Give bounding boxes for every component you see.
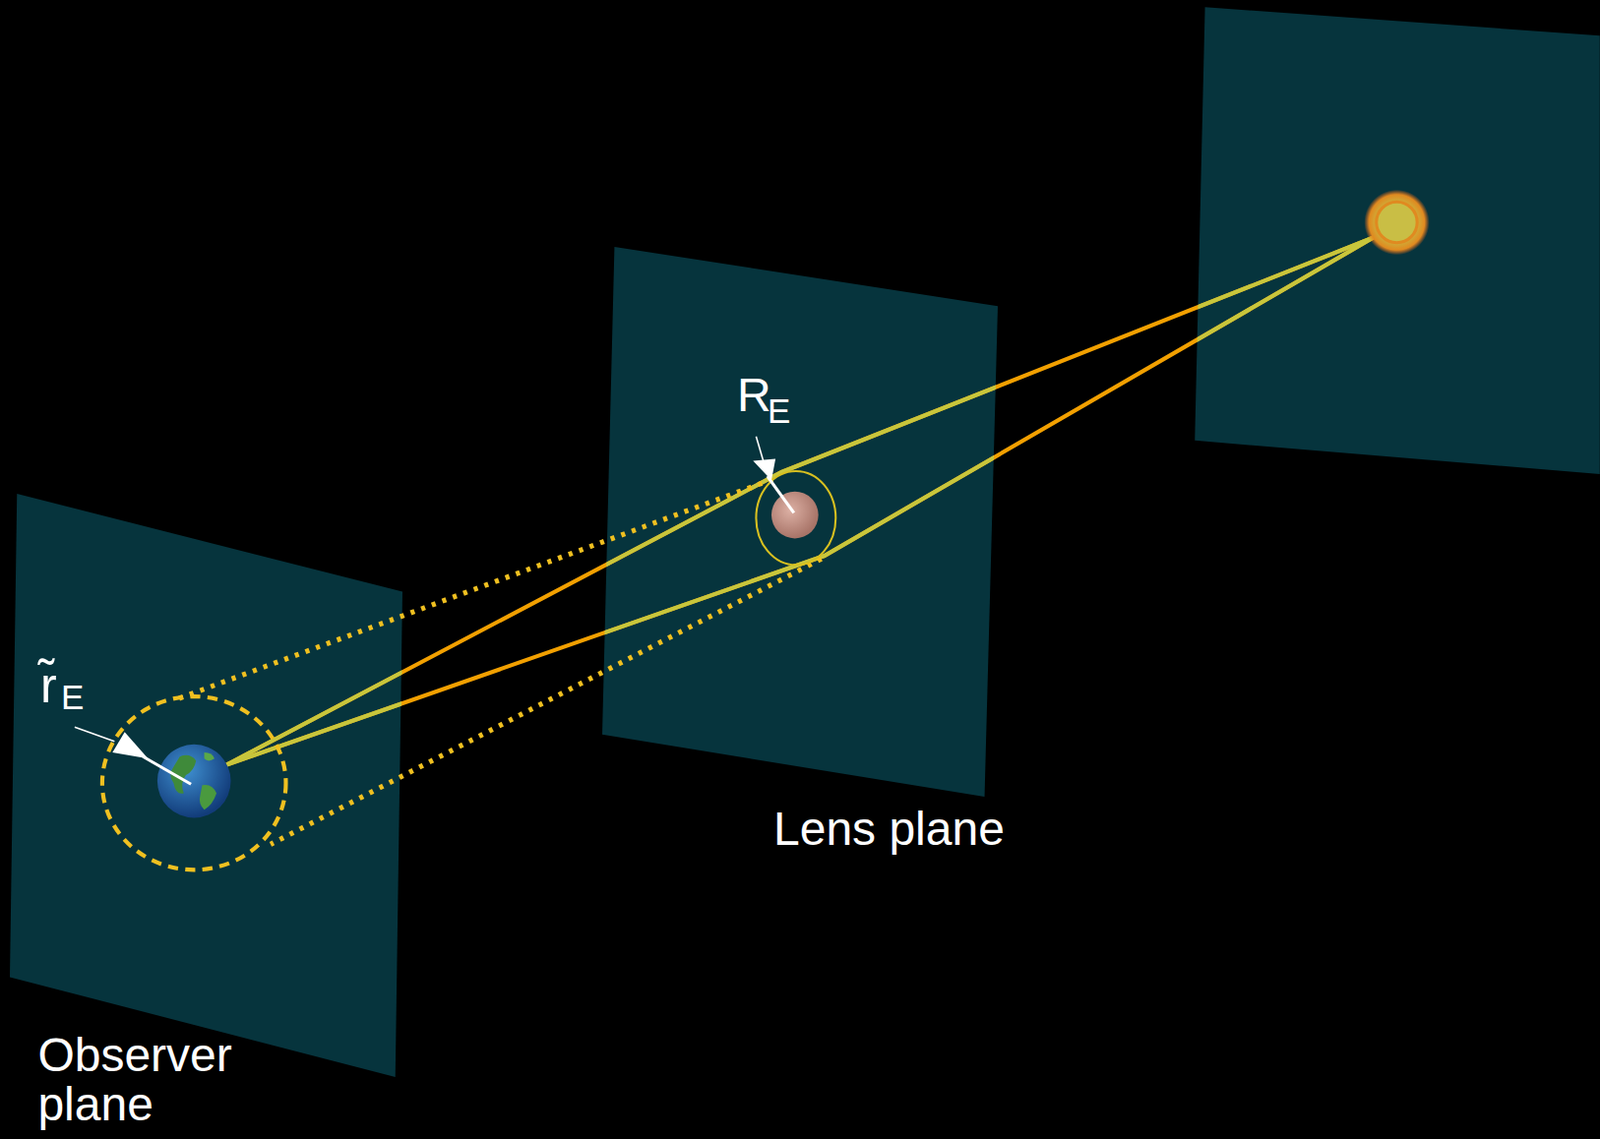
label-holder: E bbox=[767, 393, 791, 429]
earth bbox=[157, 744, 232, 819]
light-rays-on-planes bbox=[226, 238, 1373, 766]
source-star bbox=[1363, 189, 1429, 255]
plane-label: Lens plane bbox=[773, 804, 1030, 855]
plane-label: Observer plane bbox=[37, 1031, 249, 1130]
source-star bbox=[1376, 201, 1417, 243]
radius-subscript: E bbox=[61, 679, 84, 715]
radius-indicator bbox=[74, 727, 191, 785]
projected-einstein-ring bbox=[102, 696, 287, 870]
source-plane bbox=[1194, 6, 1600, 475]
lens-planet bbox=[771, 492, 819, 540]
label-holder: r̃ bbox=[40, 661, 58, 711]
light-rays bbox=[226, 238, 1373, 766]
einstein-ring bbox=[755, 471, 836, 565]
label-holder: R bbox=[737, 371, 772, 420]
projection-lines bbox=[179, 479, 822, 845]
radius-symbol: r̃ bbox=[40, 661, 58, 711]
radius-subscript: E bbox=[767, 393, 791, 429]
plane-fill bbox=[9, 493, 403, 1078]
radius-symbol: R bbox=[737, 371, 772, 420]
label-holder: E bbox=[61, 679, 84, 715]
plane-fill bbox=[602, 246, 998, 798]
radius-indicator bbox=[752, 436, 794, 514]
